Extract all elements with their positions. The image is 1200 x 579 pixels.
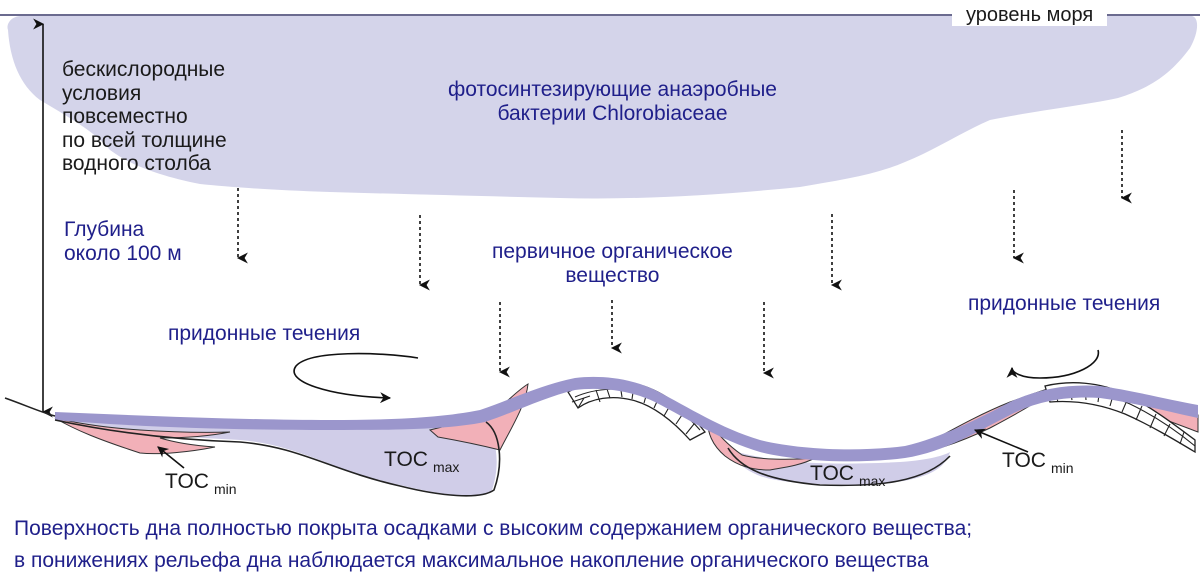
toc-max-right-main: TOC xyxy=(810,462,854,485)
primary-organic-matter-label: первичное органическое вещество xyxy=(492,240,733,287)
toc-min-zone-left xyxy=(54,417,231,455)
toc-max-left-sub: max xyxy=(432,459,460,475)
sea-level-label: уровень моря xyxy=(952,4,1108,27)
toc-max-left-main: TOC xyxy=(384,448,428,471)
bacteria-cloud xyxy=(7,16,1198,199)
organic-matter-falling-arrows xyxy=(236,130,1132,379)
toc-min-right-sub: min xyxy=(1050,460,1074,476)
bottom-currents-left-label: придонные течения xyxy=(168,322,361,345)
depth-label: Глубина около 100 м xyxy=(64,218,182,265)
anoxic-conditions-label: бескислородные условия повсеместно по вс… xyxy=(62,58,227,176)
toc-min-left-sub: min xyxy=(213,481,237,497)
toc-max-right-sub: max xyxy=(858,473,886,489)
bacteria-label: фотосинтезирующие анаэробные бактерии Ch… xyxy=(448,78,777,125)
bottom-currents-right-label: придонные течения xyxy=(968,292,1161,315)
bottom-current-swirl-right xyxy=(1006,349,1100,379)
caption-line-2: в понижениях рельефа дна наблюдается мак… xyxy=(14,549,929,572)
bottom-current-swirl-left xyxy=(293,352,419,404)
toc-min-left-main: TOC xyxy=(165,470,209,493)
caption-line-1: Поверхность дна полностью покрыта осадка… xyxy=(14,517,973,540)
seafloor-outline xyxy=(4,397,56,417)
toc-min-right-pointer xyxy=(973,428,1029,453)
toc-min-right-main: TOC xyxy=(1002,449,1046,472)
basin-right-fill xyxy=(730,450,950,485)
basin-left-fill xyxy=(55,418,497,496)
toc-min-left-pointer xyxy=(157,446,185,469)
basin-left-outline xyxy=(54,419,501,497)
basin-right-outline xyxy=(727,447,951,487)
